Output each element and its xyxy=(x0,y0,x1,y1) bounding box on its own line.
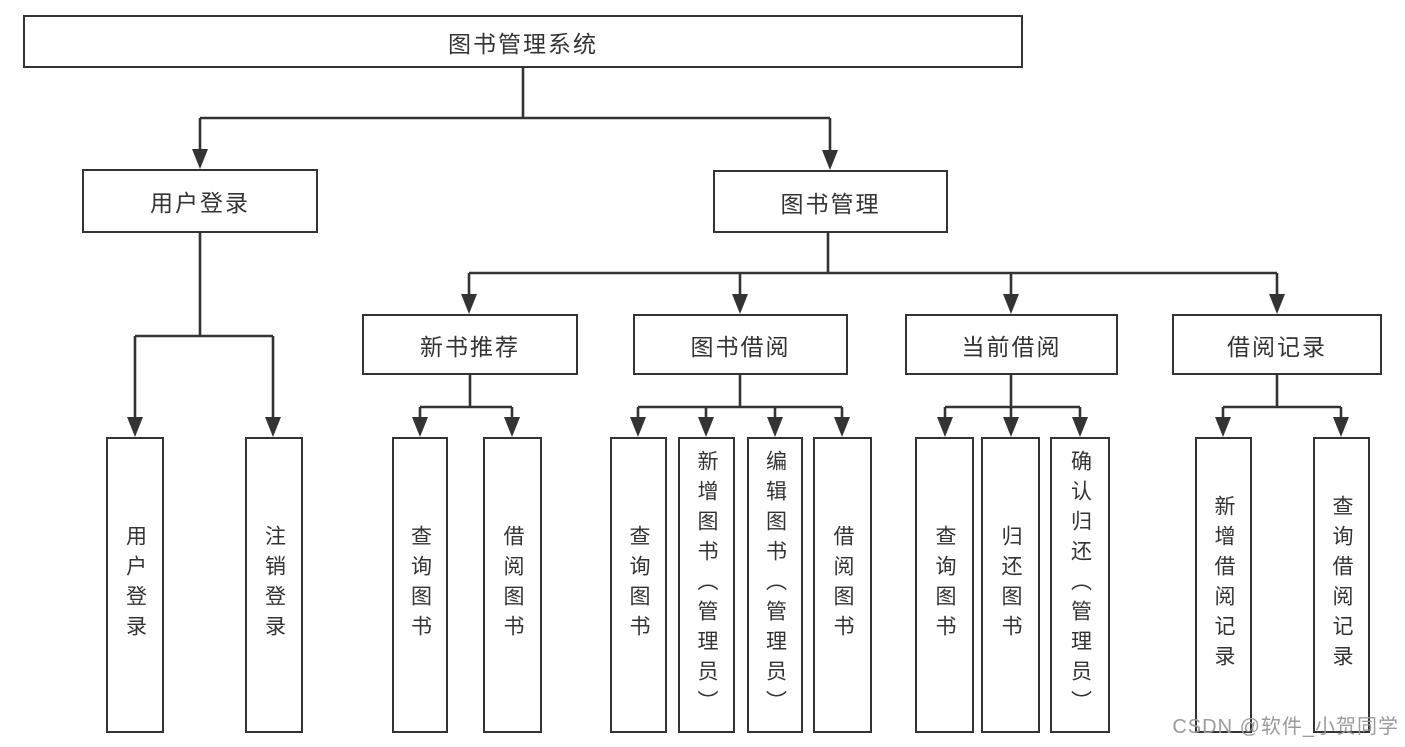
leaf-add-borrow-record-label: 新增借阅记录 xyxy=(1212,495,1235,675)
node-new-book-recommend: 新书推荐 xyxy=(362,314,578,375)
leaf-borrow-books-recommend-label: 借阅图书 xyxy=(501,525,524,645)
leaf-return-books-label: 归还图书 xyxy=(999,525,1022,645)
leaf-query-borrow-record-label: 查询借阅记录 xyxy=(1330,495,1353,675)
connector-current-borrow-to-children xyxy=(937,375,1088,437)
node-root-label: 图书管理系统 xyxy=(448,30,598,57)
leaf-logout-label: 注销登录 xyxy=(262,525,286,645)
node-current-borrow: 当前借阅 xyxy=(905,314,1118,375)
connector-book-management-to-level3 xyxy=(461,233,1285,314)
leaf-confirm-return-admin: 确认归还（管理员） xyxy=(1050,437,1110,733)
node-book-management: 图书管理 xyxy=(713,170,948,233)
connector-root-to-level2 xyxy=(192,67,838,170)
node-root: 图书管理系统 xyxy=(23,15,1023,68)
leaf-query-books-borrow: 查询图书 xyxy=(610,437,667,733)
node-borrow-records-label: 借阅记录 xyxy=(1227,333,1327,360)
leaf-borrow-books-label: 借阅图书 xyxy=(831,525,854,645)
leaf-edit-books-admin-label: 编辑图书（管理员） xyxy=(763,450,787,720)
node-user-login-label: 用户登录 xyxy=(150,190,250,216)
leaf-logout: 注销登录 xyxy=(245,437,303,733)
leaf-query-borrow-record: 查询借阅记录 xyxy=(1313,437,1370,733)
leaf-query-books-borrow-label: 查询图书 xyxy=(627,525,650,645)
leaf-add-books-admin: 新增图书（管理员） xyxy=(678,437,735,733)
node-book-management-label: 图书管理 xyxy=(780,190,881,217)
leaf-query-books-recommend: 查询图书 xyxy=(392,437,448,733)
leaf-query-books-recommend-label: 查询图书 xyxy=(408,525,432,645)
connector-new-book-to-children xyxy=(412,375,520,437)
leaf-query-books-current-label: 查询图书 xyxy=(933,525,956,645)
node-book-borrow: 图书借阅 xyxy=(633,314,848,375)
connector-book-borrow-to-children xyxy=(630,375,850,437)
leaf-borrow-books-recommend: 借阅图书 xyxy=(483,437,542,733)
csdn-watermark: CSDN @软件_小贺同学 xyxy=(1172,716,1399,738)
connector-borrow-records-to-children xyxy=(1215,375,1349,437)
connector-user-login-to-children xyxy=(127,233,281,437)
leaf-query-books-current: 查询图书 xyxy=(915,437,974,733)
leaf-user-login-label: 用户登录 xyxy=(123,525,147,645)
node-new-book-recommend-label: 新书推荐 xyxy=(420,333,520,360)
leaf-borrow-books: 借阅图书 xyxy=(813,437,872,733)
leaf-add-books-admin-label: 新增图书（管理员） xyxy=(695,450,718,720)
leaf-user-login: 用户登录 xyxy=(106,437,164,733)
leaf-confirm-return-admin-label: 确认归还（管理员） xyxy=(1068,450,1092,720)
node-borrow-records: 借阅记录 xyxy=(1172,314,1382,375)
leaf-return-books: 归还图书 xyxy=(981,437,1040,733)
node-user-login: 用户登录 xyxy=(82,169,318,233)
leaf-edit-books-admin: 编辑图书（管理员） xyxy=(747,437,803,733)
node-current-borrow-label: 当前借阅 xyxy=(961,333,1062,360)
node-book-borrow-label: 图书借阅 xyxy=(690,333,791,360)
leaf-add-borrow-record: 新增借阅记录 xyxy=(1195,437,1252,733)
